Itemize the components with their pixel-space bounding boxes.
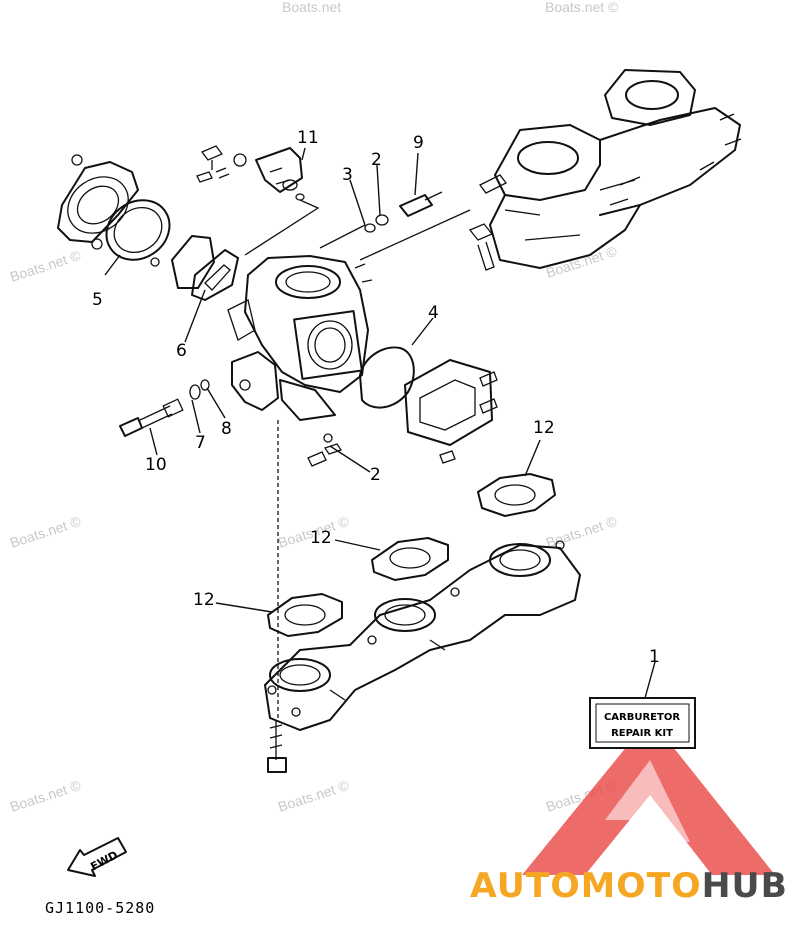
- manifold-gaskets: [267, 473, 556, 637]
- repair-kit-box: CARBURETOR REPAIR KIT: [589, 697, 696, 749]
- carburetor-body-part: [227, 255, 373, 393]
- callout-4: 4: [428, 303, 439, 323]
- callout-6: 6: [176, 341, 187, 361]
- callout-2: 2: [371, 150, 382, 170]
- watermark: Boats.net ©: [545, 0, 619, 15]
- callout-12: 12: [310, 528, 332, 548]
- callout-11: 11: [297, 128, 319, 148]
- gasket-part: [477, 473, 556, 517]
- diagram-code: GJ1100-5280: [45, 899, 155, 917]
- callout-1: 1: [649, 647, 660, 667]
- kit-label-line1: CARBURETOR: [604, 712, 680, 723]
- leader-lines: [104, 147, 656, 720]
- carburetor-assembly-rear: [468, 69, 742, 271]
- watermark: Boats.net ©: [8, 513, 83, 551]
- callout-10: 10: [145, 455, 167, 475]
- diaphragm-cover-part: [57, 154, 171, 267]
- watermark: Boats.net: [282, 0, 341, 15]
- fitting-group-part: [196, 145, 305, 201]
- callout-5: 5: [92, 290, 103, 310]
- watermark: Boats.net ©: [544, 513, 619, 551]
- brand-text-automoto: AUTOMOTO: [470, 866, 702, 906]
- watermark: Boats.net ©: [8, 247, 83, 285]
- callout-labels: 11 9 3 2 5 6 4 8 7 10 2 12 12 12 1: [92, 128, 660, 667]
- throttle-plate-part: [359, 346, 498, 464]
- callout-2-lower: 2: [370, 465, 381, 485]
- kit-label-line2: REPAIR KIT: [611, 728, 673, 739]
- jet-parts: [307, 433, 343, 467]
- side-cover-part: [231, 351, 336, 421]
- callout-12: 12: [193, 590, 215, 610]
- mounting-bolt-part: [267, 720, 287, 773]
- callout-3: 3: [342, 165, 353, 185]
- brand-logo: [522, 718, 775, 875]
- gasket-part: [267, 593, 343, 637]
- forward-arrow-icon: FWD: [67, 837, 127, 877]
- callout-7: 7: [195, 433, 206, 453]
- brand-text-hub: HUB: [702, 866, 788, 906]
- intake-manifold-part: [264, 540, 581, 731]
- spacer-and-gasket-part: [171, 235, 239, 301]
- diaphragm-part: [105, 199, 171, 261]
- callout-12: 12: [533, 418, 555, 438]
- fuel-fitting-part: [364, 191, 443, 233]
- watermark: Boats.net ©: [8, 777, 83, 815]
- watermark-layer: Boats.net Boats.net © Boats.net © Boats.…: [8, 0, 619, 815]
- callout-8: 8: [221, 419, 232, 439]
- gasket-part: [371, 537, 449, 581]
- watermark: Boats.net ©: [544, 243, 619, 281]
- needle-seat-parts: [119, 379, 210, 437]
- callout-9: 9: [413, 133, 424, 153]
- watermark: Boats.net ©: [276, 777, 351, 815]
